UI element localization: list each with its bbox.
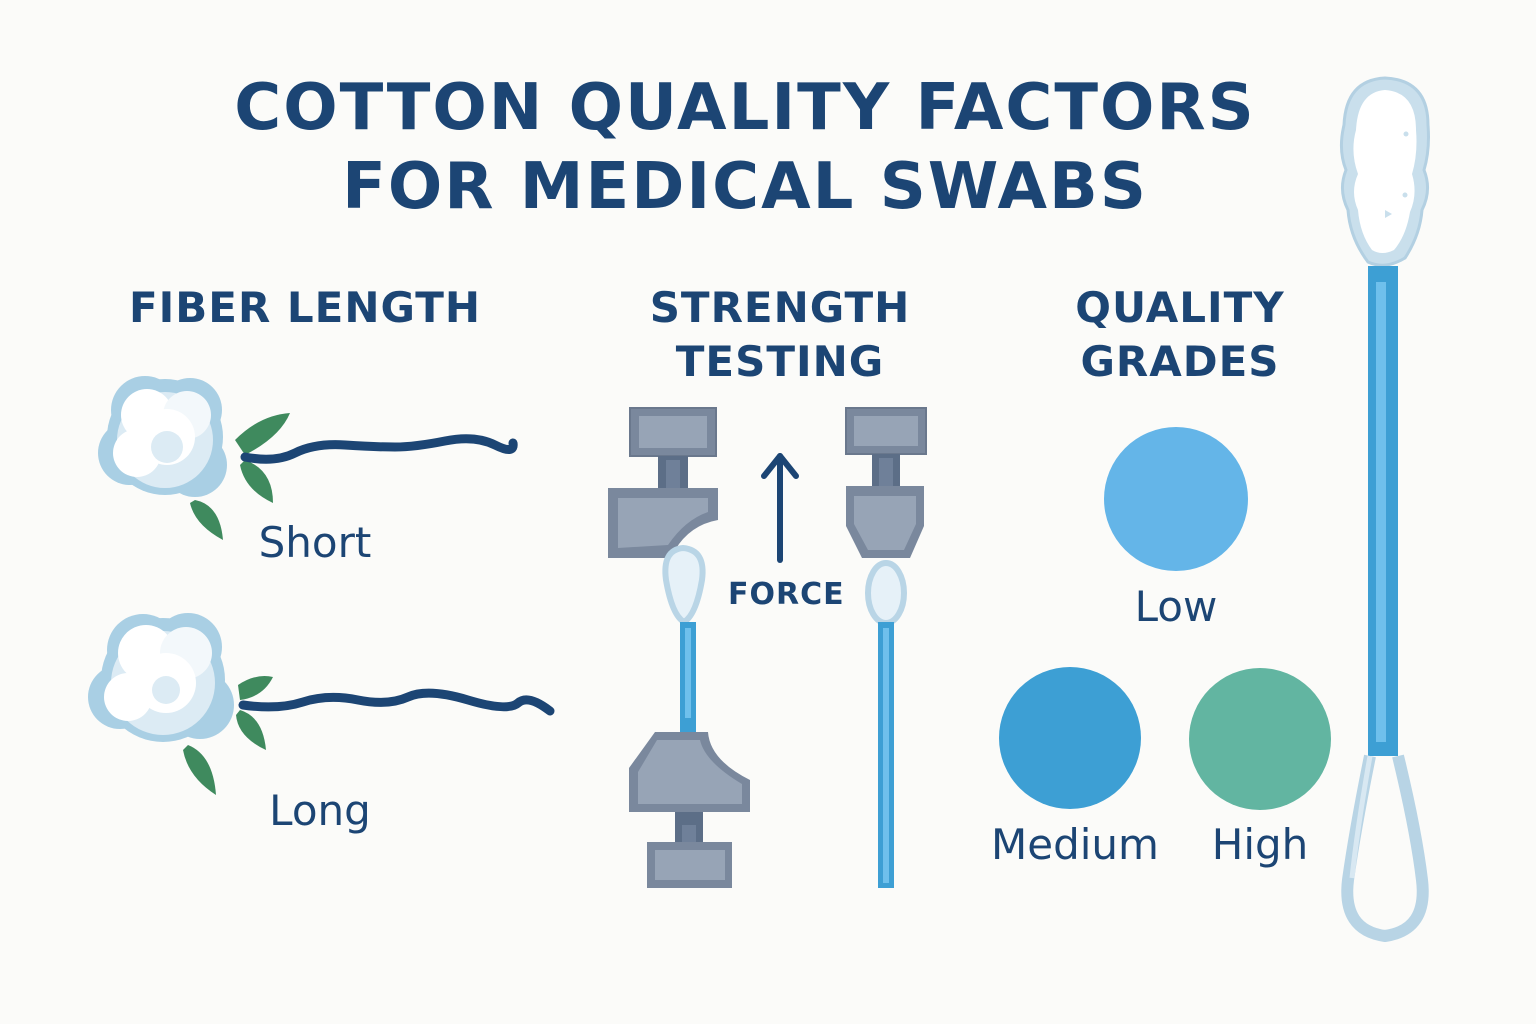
- force-label: FORCE: [728, 577, 845, 612]
- quality-grades-heading-line-2: GRADES: [1080, 337, 1280, 386]
- grade-medium-indicator: [999, 667, 1141, 809]
- grade-medium-label: Medium: [991, 820, 1159, 869]
- quality-grades-heading-line-1: QUALITY: [1075, 283, 1285, 332]
- large-cotton-swab-icon: [1339, 76, 1430, 942]
- grade-high-indicator: [1189, 668, 1331, 810]
- page-title-line-2: FOR MEDICAL SWABS: [342, 150, 1148, 224]
- fiber-length-label-long: Long: [269, 786, 371, 835]
- left-tensile-clamp-icon: [608, 407, 750, 888]
- short-fiber-cotton-icon: [98, 376, 518, 540]
- strength-testing-heading-line-2: TESTING: [675, 337, 885, 386]
- page-title-line-1: COTTON QUALITY FACTORS: [234, 71, 1256, 145]
- strength-testing-heading-line-1: STRENGTH: [649, 283, 911, 332]
- long-fiber-cotton-icon: [88, 613, 555, 795]
- force-arrow-up-icon: [761, 453, 799, 563]
- fiber-length-heading: FIBER LENGTH: [128, 283, 482, 332]
- grade-low-label: Low: [1134, 582, 1218, 631]
- right-tensile-clamp-icon: [845, 407, 927, 888]
- grade-low-indicator: [1104, 427, 1248, 571]
- grade-high-label: High: [1211, 820, 1309, 869]
- fiber-length-label-short: Short: [258, 518, 372, 567]
